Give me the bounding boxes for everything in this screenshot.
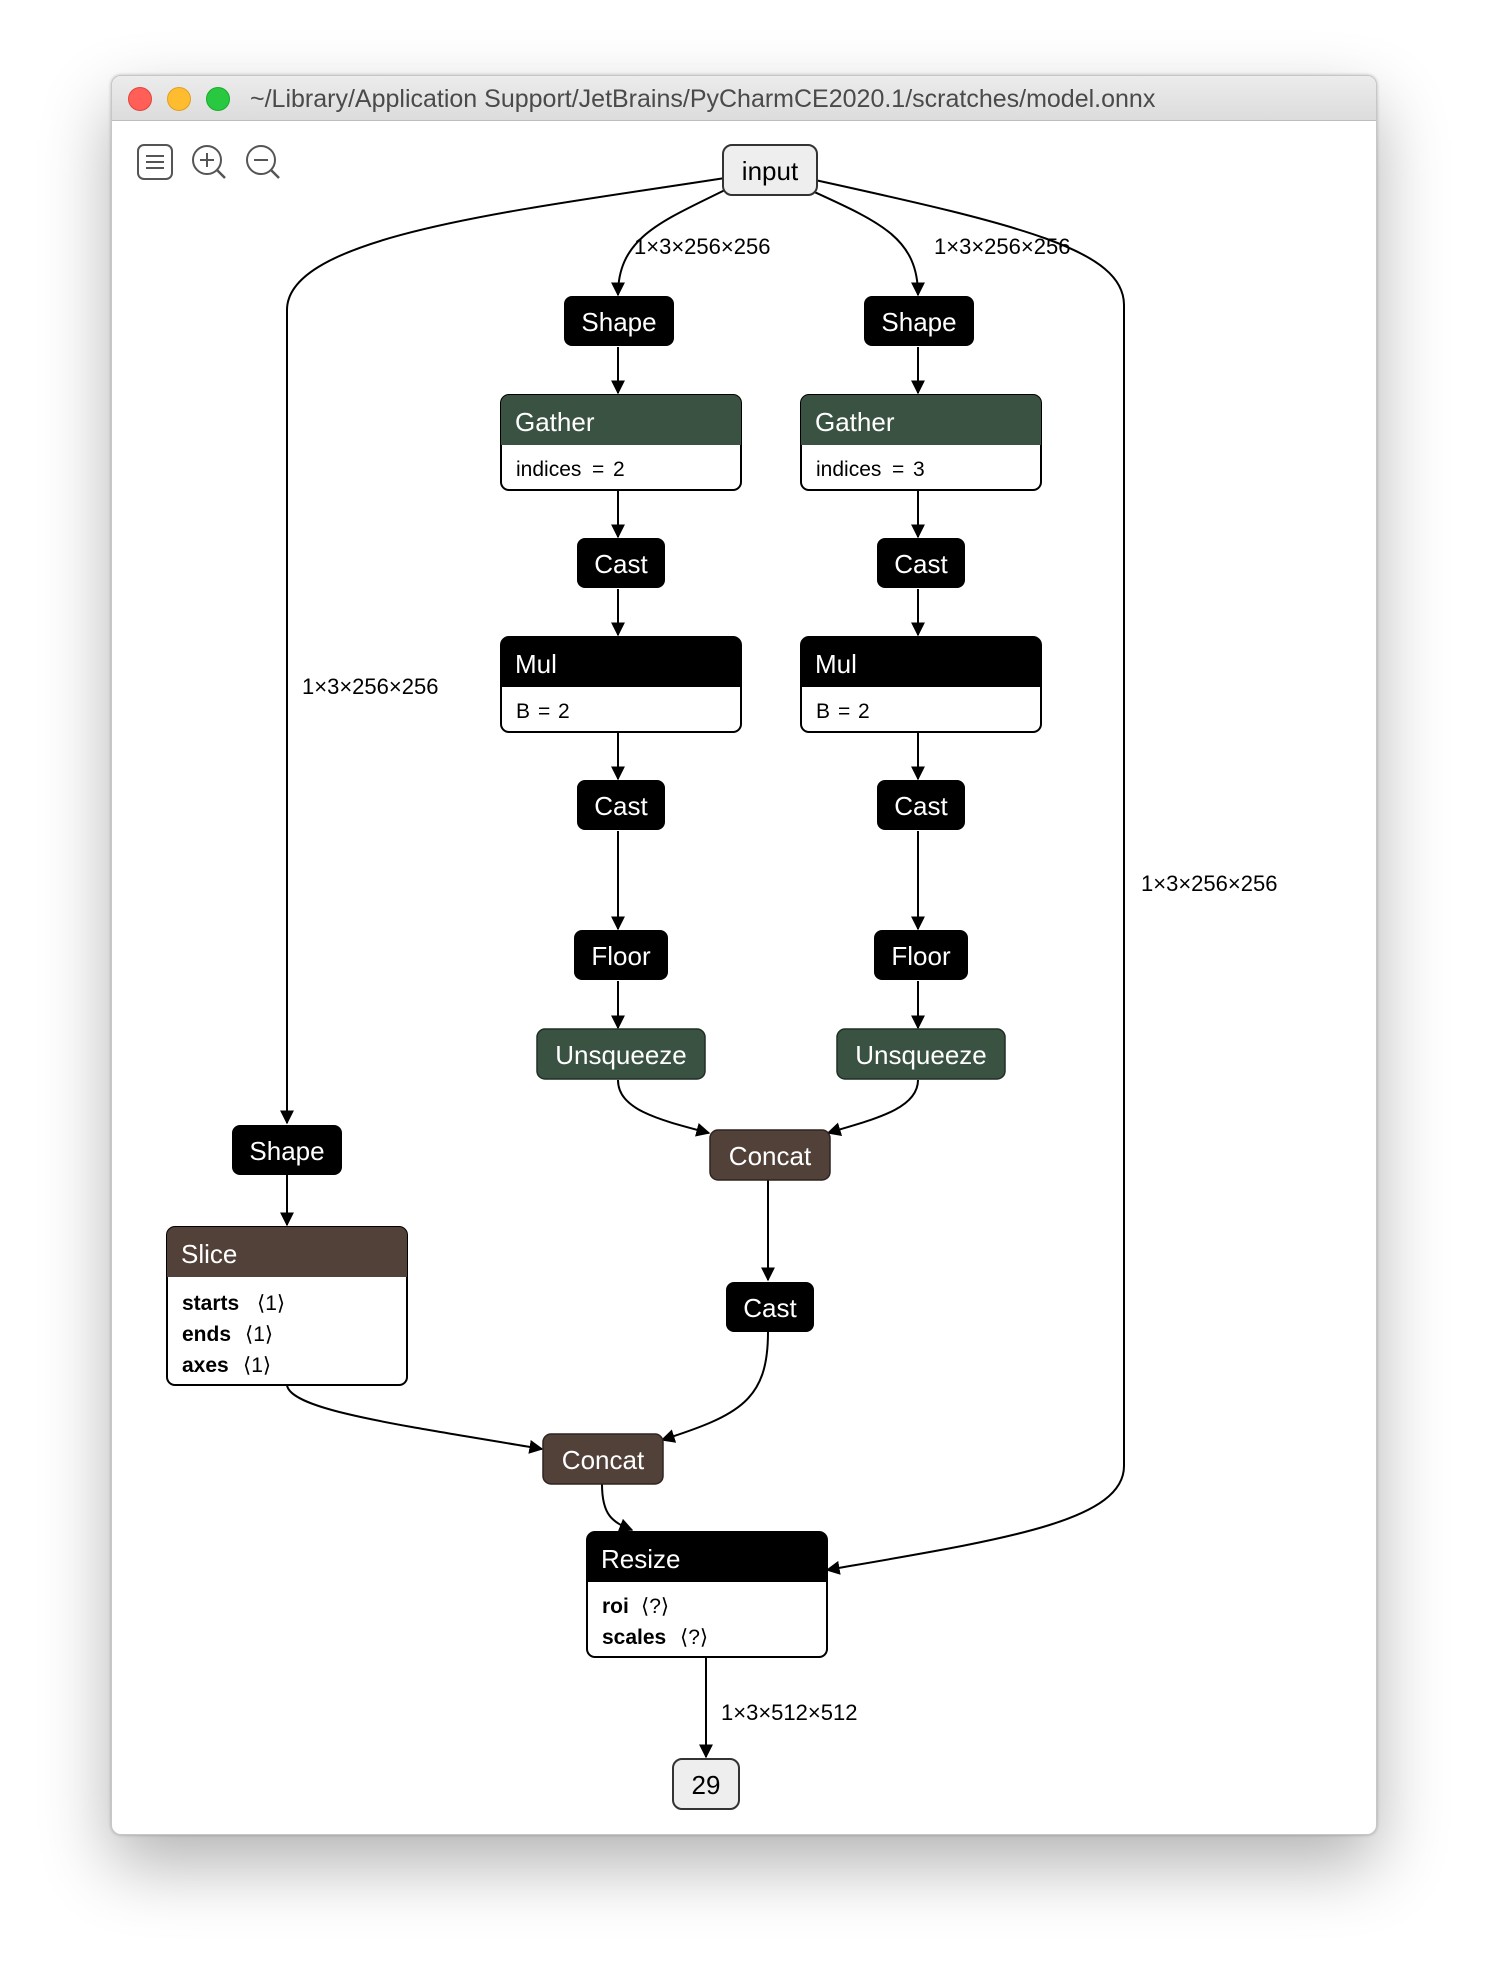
cast-3-label: Cast xyxy=(743,1293,797,1323)
edges xyxy=(280,177,1125,1759)
edge-input-shape-right xyxy=(809,189,925,297)
menu-icon[interactable] xyxy=(136,143,174,181)
zoom-in-icon[interactable] xyxy=(190,143,228,181)
output-node[interactable]: 29 xyxy=(672,1758,740,1810)
mul-node-left[interactable]: Mul B = 2 xyxy=(500,636,742,733)
input-node[interactable]: input xyxy=(722,144,818,196)
title-bar: ~/Library/Application Support/JetBrains/… xyxy=(112,76,1376,121)
cast-right-2-label: Cast xyxy=(894,791,948,821)
slice-input-name: starts xyxy=(182,1292,239,1315)
gather-node-right[interactable]: Gather indices = 3 xyxy=(800,394,1042,491)
floor-right-label: Floor xyxy=(891,941,951,971)
slice-input-name: ends xyxy=(182,1323,231,1346)
edge-label-resize: 1×3×256×256 xyxy=(1141,871,1277,896)
floor-left-label: Floor xyxy=(591,941,651,971)
unsqueeze-node-right[interactable]: Unsqueeze xyxy=(836,1028,1006,1080)
input-label: input xyxy=(742,156,799,186)
zoom-window-button[interactable] xyxy=(206,87,230,111)
gather-left-label: Gather xyxy=(515,407,595,437)
unsqueeze-right-label: Unsqueeze xyxy=(855,1040,987,1070)
mul-left-label: Mul xyxy=(515,649,557,679)
shape-left-label: Shape xyxy=(581,307,656,337)
resize-input-name: scales xyxy=(602,1626,666,1649)
cast-node-left-1[interactable]: Cast xyxy=(577,538,665,588)
gather-right-label: Gather xyxy=(815,407,895,437)
edge-input-resize xyxy=(814,179,1125,1575)
shape-far-label: Shape xyxy=(249,1136,324,1166)
edge-label-shape-left: 1×3×256×256 xyxy=(634,234,770,259)
edge-cast-concat2 xyxy=(660,1331,769,1443)
resize-input-shape: ⟨?⟩ xyxy=(641,1595,669,1618)
cast-right-1-label: Cast xyxy=(894,549,948,579)
mul-right-attr-eq: = xyxy=(838,700,850,723)
gather-left-attr-eq: = xyxy=(592,458,604,481)
gather-node-left[interactable]: Gather indices = 2 xyxy=(500,394,742,491)
shape-right-label: Shape xyxy=(881,307,956,337)
mul-left-attr-name: B xyxy=(516,700,530,723)
gather-left-attr-value: 2 xyxy=(613,458,625,481)
edge-label-shape-far: 1×3×256×256 xyxy=(302,674,438,699)
gather-right-attr-value: 3 xyxy=(913,458,925,481)
concat-node-1[interactable]: Concat xyxy=(709,1129,831,1181)
edge-concat2-resize xyxy=(601,1483,634,1532)
mul-left-attr-value: 2 xyxy=(558,700,570,723)
edge-input-shape-left xyxy=(611,189,726,297)
concat-2-label: Concat xyxy=(562,1445,645,1475)
floor-node-left[interactable]: Floor xyxy=(574,930,668,980)
resize-input-name: roi xyxy=(602,1595,629,1618)
mul-right-attr-name: B xyxy=(816,700,830,723)
edge-label-output: 1×3×512×512 xyxy=(721,1700,857,1725)
shape-node-far[interactable]: Shape xyxy=(232,1125,342,1175)
edge-r7 xyxy=(826,1079,919,1136)
close-button[interactable] xyxy=(128,87,152,111)
cast-node-3[interactable]: Cast xyxy=(726,1282,814,1332)
minimize-button[interactable] xyxy=(167,87,191,111)
edge-label-shape-right: 1×3×256×256 xyxy=(934,234,1070,259)
shape-node-right[interactable]: Shape xyxy=(864,296,974,346)
gather-right-attr-name: indices xyxy=(816,458,881,481)
edge-slice-concat2 xyxy=(286,1384,544,1454)
cast-left-2-label: Cast xyxy=(594,791,648,821)
unsqueeze-left-label: Unsqueeze xyxy=(555,1040,687,1070)
slice-input-name: axes xyxy=(182,1354,229,1377)
concat-node-2[interactable]: Concat xyxy=(542,1433,664,1485)
mul-left-attr-eq: = xyxy=(538,700,550,723)
unsqueeze-node-left[interactable]: Unsqueeze xyxy=(536,1028,706,1080)
slice-input-shape: ⟨1⟩ xyxy=(257,1292,285,1315)
edge-input-shape-far xyxy=(280,177,726,1125)
output-label: 29 xyxy=(692,1770,721,1800)
window-title: ~/Library/Application Support/JetBrains/… xyxy=(250,85,1156,113)
resize-node[interactable]: Resize roi ⟨?⟩ scales ⟨?⟩ xyxy=(586,1531,828,1658)
gather-right-attr-eq: = xyxy=(892,458,904,481)
gather-left-attr-name: indices xyxy=(516,458,581,481)
slice-input-shape: ⟨1⟩ xyxy=(245,1323,273,1346)
slice-node[interactable]: Slice starts ⟨1⟩ ends ⟨1⟩ axes ⟨1⟩ xyxy=(166,1226,408,1386)
zoom-out-icon[interactable] xyxy=(244,143,282,181)
resize-input-shape: ⟨?⟩ xyxy=(680,1626,708,1649)
cast-left-1-label: Cast xyxy=(594,549,648,579)
shape-node-left[interactable]: Shape xyxy=(564,296,674,346)
edge-l7 xyxy=(617,1079,711,1137)
slice-input-shape: ⟨1⟩ xyxy=(243,1354,271,1377)
resize-label: Resize xyxy=(601,1544,680,1574)
floor-node-right[interactable]: Floor xyxy=(874,930,968,980)
slice-label: Slice xyxy=(181,1239,237,1269)
mul-node-right[interactable]: Mul B = 2 xyxy=(800,636,1042,733)
cast-node-left-2[interactable]: Cast xyxy=(577,780,665,830)
cast-node-right-1[interactable]: Cast xyxy=(877,538,965,588)
concat-1-label: Concat xyxy=(729,1141,812,1171)
mul-right-attr-value: 2 xyxy=(858,700,870,723)
mul-right-label: Mul xyxy=(815,649,857,679)
cast-node-right-2[interactable]: Cast xyxy=(877,780,965,830)
